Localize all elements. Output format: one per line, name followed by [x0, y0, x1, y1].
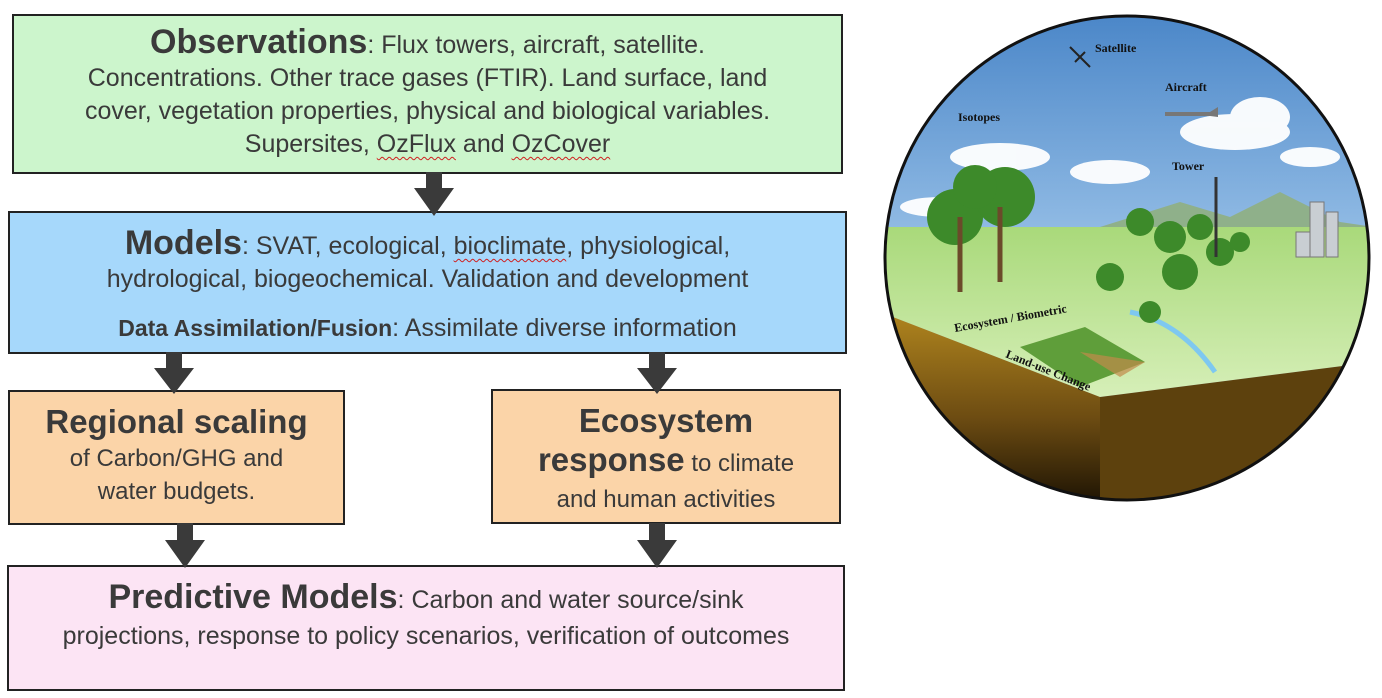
models-line-1: Models: SVAT, ecological, bioclimate, ph… [10, 224, 845, 263]
arrow-regional-to-predictive [165, 523, 205, 568]
predictive-models-title: Predictive Models [108, 578, 398, 616]
satellite-label: Satellite [1095, 41, 1137, 55]
regional-scaling-title: Regional scaling [45, 403, 308, 440]
models-box: Models: SVAT, ecological, bioclimate, ph… [8, 211, 847, 354]
predictive-models-text-1: : Carbon and water source/sink [397, 586, 744, 614]
predictive-models-box: Predictive Models: Carbon and water sour… [7, 565, 845, 691]
observations-line-3: cover, vegetation properties, physical a… [84, 97, 771, 125]
observations-line-1: Observations: Flux towers, aircraft, sat… [14, 23, 841, 62]
models-line-2: hydrological, biogeochemical. Validation… [106, 265, 749, 293]
models-title: Models [124, 224, 242, 262]
regional-scaling-box: Regional scaling of Carbon/GHG and water… [8, 390, 345, 525]
predictive-models-line-1: Predictive Models: Carbon and water sour… [9, 577, 843, 620]
ozcover-text: OzCover [511, 130, 611, 158]
models-text-1b: , physiological, [566, 232, 731, 260]
models-text-1a: : SVAT, ecological, [241, 232, 454, 260]
ecosystem-response-box: Ecosystem response to climate and human … [491, 389, 841, 524]
arrow-models-to-regional [154, 352, 194, 394]
ecosystem-response-title-2: response [537, 441, 685, 478]
arrow-obs-to-models [414, 172, 454, 216]
ecosystem-response-line-2: and human activities [556, 486, 776, 513]
data-assimilation-title: Data Assimilation/Fusion [118, 315, 393, 341]
ecosystem-response-text-1: to climate [684, 450, 795, 477]
observations-line-2: Concentrations. Other trace gases (FTIR)… [87, 64, 768, 92]
observations-box: Observations: Flux towers, aircraft, sat… [12, 14, 843, 174]
aircraft-label: Aircraft [1165, 80, 1207, 94]
predictive-models-line-2: projections, response to policy scenario… [62, 622, 790, 650]
models-line-3: Data Assimilation/Fusion: Assimilate div… [10, 312, 845, 345]
isotopes-label: Isotopes [958, 110, 1000, 124]
ozflux-text: OzFlux [376, 130, 456, 158]
arrow-ecosystem-to-predictive [637, 523, 677, 568]
tower-label: Tower [1172, 159, 1205, 173]
regional-scaling-line-1: of Carbon/GHG and [69, 445, 284, 472]
data-assimilation-text: : Assimilate diverse information [392, 314, 737, 342]
observations-line-4: Supersites, OzFlux and OzCover [14, 128, 841, 161]
observations-text-4a: Supersites, [244, 130, 377, 158]
regional-scaling-line-2: water budgets. [97, 478, 256, 505]
arrow-models-to-ecosystem [637, 352, 677, 394]
ecosystem-illustration: Satellite Aircraft Isotopes Tower Ecosys… [883, 14, 1371, 502]
ecosystem-response-title: Ecosystem [578, 402, 754, 439]
bioclimate-text: bioclimate [453, 232, 567, 260]
observations-text-4b: and [455, 130, 512, 158]
observations-text-1: : Flux towers, aircraft, satellite. [367, 31, 705, 59]
observations-title: Observations [150, 23, 368, 61]
ecosystem-response-line-1: response to climate [493, 441, 839, 483]
